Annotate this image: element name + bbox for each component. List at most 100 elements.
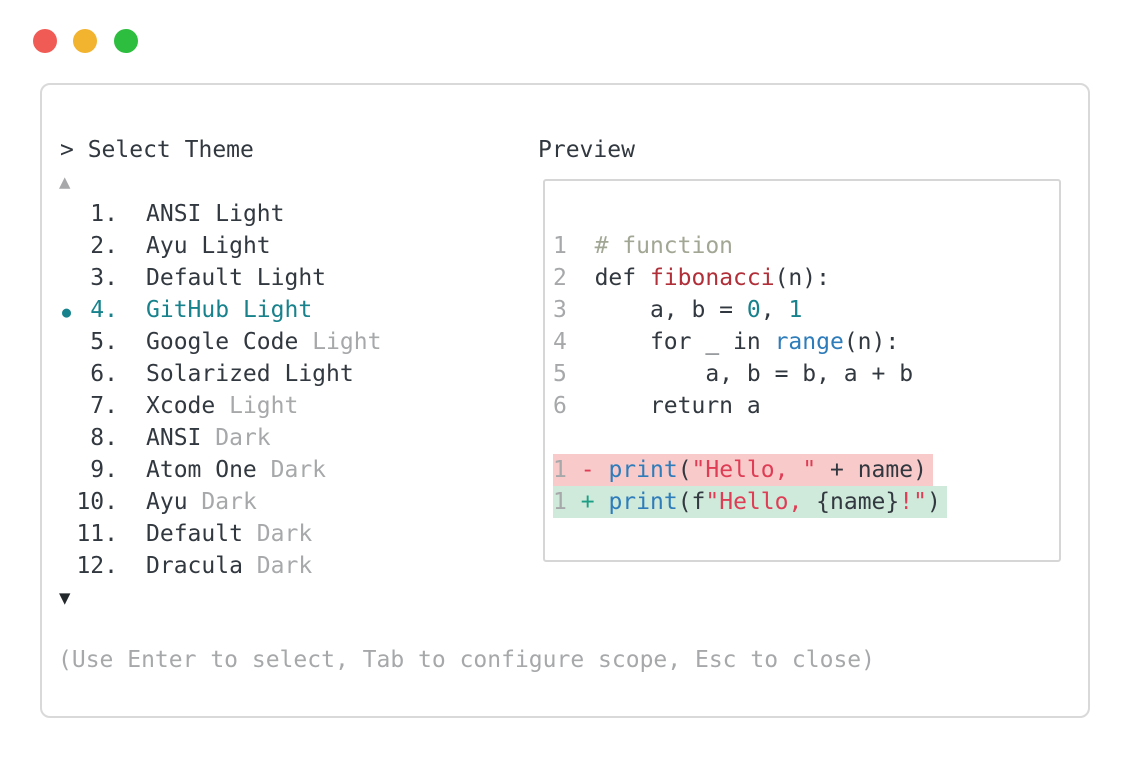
theme-option[interactable]: ● 4. GitHub Light — [62, 294, 381, 326]
theme-option[interactable]: 6. Solarized Light — [62, 358, 381, 390]
code-token: print — [608, 489, 678, 515]
theme-variant: Light — [256, 265, 327, 291]
theme-variant: Dark — [270, 457, 327, 483]
code-line: 6 return a — [553, 390, 1059, 422]
theme-name: GitHub — [146, 297, 230, 323]
diff-line-added: 1 + print(f"Hello, {name}!") — [553, 486, 1059, 518]
theme-option[interactable]: 7. Xcode Light — [62, 390, 381, 422]
code-token: ) — [926, 489, 941, 515]
theme-number: 6. — [90, 361, 118, 387]
code-token: fibonacci — [649, 265, 775, 291]
theme-variant: Light — [312, 329, 382, 355]
theme-name: ANSI — [146, 201, 202, 227]
theme-option[interactable]: 12. Dracula Dark — [62, 550, 381, 582]
close-button[interactable] — [33, 29, 57, 53]
theme-option[interactable]: 1. ANSI Light — [62, 198, 381, 230]
theme-number: 5. — [90, 329, 118, 355]
code-token: {name} — [816, 489, 900, 515]
code-token: , — [760, 297, 789, 323]
code-token: + name) — [816, 457, 927, 483]
diff-plus-sign: + — [580, 489, 595, 515]
minimize-button[interactable] — [73, 29, 97, 53]
diff-line-removed: 1 - print("Hello, " + name) — [553, 454, 1059, 486]
line-number: 1 — [553, 233, 567, 259]
theme-option[interactable]: 11. Default Dark — [62, 518, 381, 550]
prompt-label: > Select Theme — [60, 137, 254, 163]
theme-option[interactable]: 3. Default Light — [62, 262, 381, 294]
theme-name: Xcode — [146, 393, 216, 419]
selected-bullet-icon: ● — [62, 303, 72, 321]
code-token: (f — [677, 489, 706, 515]
code-token: 0 — [746, 297, 761, 323]
line-number: 4 — [553, 329, 567, 355]
line-number: 3 — [553, 297, 567, 323]
code-line: 1 # function — [553, 230, 1059, 262]
theme-name: Ayu — [146, 233, 188, 259]
theme-variant: Dark — [201, 489, 257, 515]
theme-number: 1. — [90, 201, 118, 227]
theme-variant: Dark — [256, 521, 313, 547]
theme-variant: Light — [215, 201, 285, 227]
theme-number: 7. — [90, 393, 118, 419]
line-number: 1 — [553, 457, 567, 483]
theme-variant: Dark — [215, 425, 271, 451]
line-number: 2 — [553, 265, 567, 291]
theme-variant: Light — [229, 393, 299, 419]
theme-name: Ayu — [146, 489, 188, 515]
diff-highlight-removed: 1 - print("Hello, " + name) — [553, 454, 933, 486]
preview-title: Preview — [538, 137, 635, 163]
keybinding-hint: (Use Enter to select, Tab to configure s… — [58, 647, 875, 673]
code-token: !" — [899, 489, 927, 515]
theme-option[interactable]: 9. Atom One Dark — [62, 454, 381, 486]
theme-name: Google Code — [146, 329, 299, 355]
theme-name: Default — [146, 265, 243, 291]
theme-selector-panel: > Select Theme ▲ 1. ANSI Light 2. Ayu Light… — [40, 83, 1090, 718]
code-token: for _ in — [594, 329, 775, 355]
theme-number: 12. — [76, 553, 118, 579]
theme-variant: Dark — [256, 553, 313, 579]
code-line: 4 for _ in range(n): — [553, 326, 1059, 358]
code-token: 1 — [788, 297, 803, 323]
theme-variant: Light — [284, 361, 354, 387]
theme-number: 2. — [90, 233, 118, 259]
theme-variant: Light — [242, 297, 313, 323]
code-blank-line — [553, 422, 1059, 454]
code-token: # function — [594, 233, 734, 259]
theme-number: 3. — [90, 265, 118, 291]
code-line: 2 def fibonacci(n): — [553, 262, 1059, 294]
code-token: a, b = b, a + b — [594, 361, 914, 387]
code-token: (n): — [843, 329, 900, 355]
theme-name: ANSI — [146, 425, 202, 451]
theme-number: 4. — [90, 297, 118, 323]
theme-name: Atom One — [146, 457, 257, 483]
theme-name: Default — [146, 521, 243, 547]
diff-highlight-added: 1 + print(f"Hello, {name}!") — [553, 486, 947, 518]
scroll-up-icon[interactable]: ▲ — [59, 171, 71, 193]
code-token: range — [774, 329, 844, 355]
theme-number: 9. — [90, 457, 118, 483]
theme-option[interactable]: 2. Ayu Light — [62, 230, 381, 262]
theme-option[interactable]: 5. Google Code Light — [62, 326, 381, 358]
code-token: ( — [677, 457, 692, 483]
theme-name: Dracula — [146, 553, 243, 579]
code-token: return a — [594, 393, 761, 419]
theme-option[interactable]: 8. ANSI Dark — [62, 422, 381, 454]
line-number: 6 — [553, 393, 567, 419]
maximize-button[interactable] — [114, 29, 138, 53]
theme-number: 11. — [76, 521, 118, 547]
theme-name: Solarized — [146, 361, 271, 387]
theme-number: 8. — [90, 425, 118, 451]
code-token: (n): — [774, 265, 830, 291]
diff-minus-sign: - — [580, 457, 595, 483]
code-token: "Hello, " — [691, 457, 817, 483]
line-number: 5 — [553, 361, 567, 387]
scroll-down-icon[interactable]: ▼ — [59, 587, 71, 609]
code-line: 5 a, b = b, a + b — [553, 358, 1059, 390]
theme-option[interactable]: 10.Ayu Dark — [62, 486, 381, 518]
theme-variant: Light — [201, 233, 271, 259]
line-number: 1 — [553, 489, 567, 515]
code-token: a, b = — [594, 297, 747, 323]
code-token: "Hello, — [705, 489, 817, 515]
theme-list: 1. ANSI Light 2. Ayu Light 3. Default Light ● 4… — [62, 198, 381, 582]
